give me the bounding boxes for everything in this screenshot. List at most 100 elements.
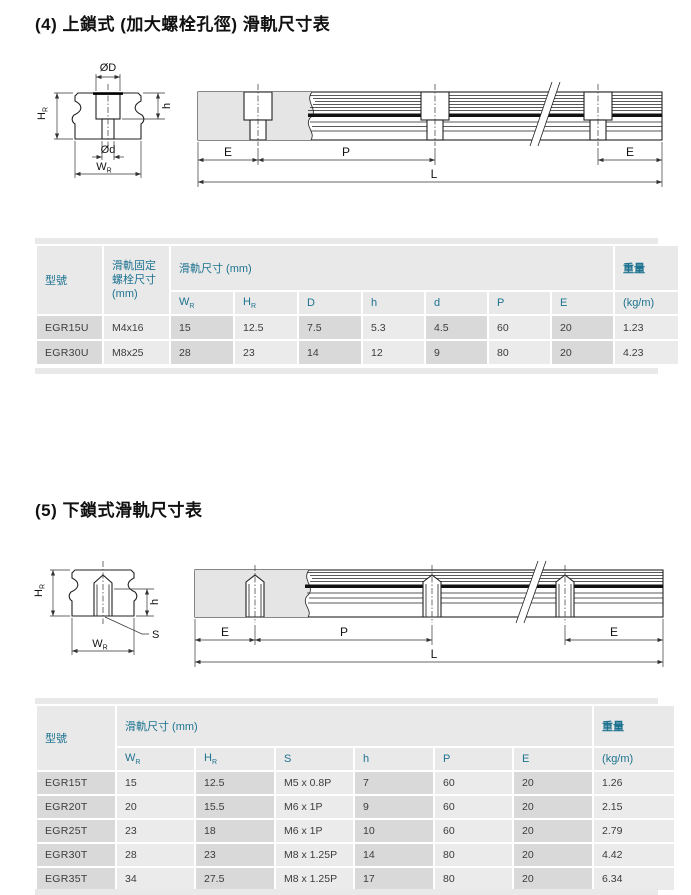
- subcol-S: S: [276, 748, 353, 770]
- cell-value: 80: [435, 868, 512, 890]
- cell-value: 15: [117, 772, 194, 794]
- subcol-E: E: [552, 292, 614, 314]
- section4-rail-side-view-diagram: E P E L: [197, 81, 663, 187]
- subcol-d: d: [426, 292, 487, 314]
- section5-dimension-table: 型號 滑軌尺寸 (mm) 重量 WR HR S h P E (kg/m) EGR…: [35, 704, 677, 892]
- table-row: EGR30T 28 23 M8 x 1.25P 14 80 20 4.42: [37, 844, 675, 866]
- dim-label-outer-diameter: ØD: [100, 62, 117, 74]
- col-header-model: 型號: [37, 246, 102, 314]
- cell-value: 23: [117, 820, 194, 842]
- table4-top-strip: [35, 238, 658, 244]
- cell-value: 20: [514, 868, 593, 890]
- col-header-model: 型號: [37, 706, 115, 770]
- cell-value: 14: [299, 341, 361, 364]
- dim-label-rail-height: HR: [36, 107, 50, 120]
- subcol-D: D: [299, 292, 361, 314]
- table-row: EGR15U M4x16 15 12.5 7.5 5.3 4.5 60 20 1…: [37, 316, 679, 339]
- cell-model: EGR25T: [37, 820, 115, 842]
- dim-label-thread-depth: h: [149, 599, 161, 605]
- cell-value: M6 x 1P: [276, 796, 353, 818]
- col-header-bolt-size: 滑軌固定 螺栓尺寸 (mm): [104, 246, 169, 314]
- cell-model: EGR35T: [37, 868, 115, 890]
- table4-bottom-strip: [35, 368, 658, 374]
- cell-value: 5.3: [363, 316, 424, 339]
- dim-label-hole-diameter: Ød: [101, 144, 116, 156]
- col-header-rail-dims: 滑軌尺寸 (mm): [117, 706, 593, 746]
- cell-weight: 6.34: [594, 868, 675, 890]
- cell-value: 20: [514, 820, 593, 842]
- cell-model: EGR15U: [37, 316, 102, 339]
- bolt-holes: [243, 84, 613, 146]
- col-header-weight: 重量: [594, 706, 675, 746]
- cell-value: 7.5: [299, 316, 361, 339]
- dim-label-L: L: [431, 167, 438, 181]
- section4-title: (4) 上鎖式 (加大螺栓孔徑) 滑軌尺寸表: [35, 15, 331, 34]
- section4-dimension-table: 型號 滑軌固定 螺栓尺寸 (mm) 滑軌尺寸 (mm) 重量 WR HR D h…: [35, 244, 681, 366]
- cell-value: 28: [171, 341, 233, 364]
- cell-value: 20: [514, 844, 593, 866]
- table-row: EGR35T 34 27.5 M8 x 1.25P 17 80 20 6.34: [37, 868, 675, 890]
- cell-value: 28: [117, 844, 194, 866]
- cell-model: EGR20T: [37, 796, 115, 818]
- cell-bolt: M8x25: [104, 341, 169, 364]
- break-gap: [530, 82, 560, 146]
- cell-weight: 2.15: [594, 796, 675, 818]
- cell-weight: 1.23: [615, 316, 679, 339]
- subcol-WR: WR: [171, 292, 233, 314]
- table-row: EGR20T 20 15.5 M6 x 1P 9 60 20 2.15: [37, 796, 675, 818]
- table5-top-strip: [35, 698, 658, 704]
- table-row: EGR30U M8x25 28 23 14 12 9 80 20 4.23: [37, 341, 679, 364]
- subcol-HR: HR: [196, 748, 274, 770]
- table-row: EGR15T 15 12.5 M5 x 0.8P 7 60 20 1.26: [37, 772, 675, 794]
- dim-label-E-right: E: [610, 625, 618, 639]
- cell-value: 60: [489, 316, 550, 339]
- cell-value: 60: [435, 796, 512, 818]
- cell-weight: 4.23: [615, 341, 679, 364]
- cell-bolt: M4x16: [104, 316, 169, 339]
- cell-value: 7: [355, 772, 433, 794]
- subcol-WR: WR: [117, 748, 194, 770]
- table5-bottom-strip: [35, 889, 658, 895]
- cell-value: 27.5: [196, 868, 274, 890]
- cell-model: EGR30U: [37, 341, 102, 364]
- subcol-HR: HR: [235, 292, 297, 314]
- cell-value: 23: [235, 341, 297, 364]
- cell-value: 20: [117, 796, 194, 818]
- subcol-P: P: [435, 748, 512, 770]
- col-header-weight: 重量: [615, 246, 679, 290]
- dimension-lines: [194, 619, 664, 667]
- section5-rail-side-view-diagram: E P E L: [194, 560, 664, 667]
- cell-value: M5 x 0.8P: [276, 772, 353, 794]
- section4-rail-cross-section-diagram: ØD HR h Ød WR: [36, 62, 173, 178]
- cell-value: 60: [435, 772, 512, 794]
- cell-value: 10: [355, 820, 433, 842]
- section5-rail-cross-section-diagram: HR h S WR: [33, 561, 161, 655]
- cell-value: M8 x 1.25P: [276, 868, 353, 890]
- dim-label-counterbore-depth: h: [161, 103, 173, 109]
- dim-label-E-left: E: [224, 145, 232, 159]
- cell-weight: 1.26: [594, 772, 675, 794]
- cell-value: 80: [489, 341, 550, 364]
- cell-value: 20: [552, 341, 614, 364]
- cell-model: EGR15T: [37, 772, 115, 794]
- subcol-h: h: [363, 292, 424, 314]
- cell-weight: 2.79: [594, 820, 675, 842]
- cell-value: 20: [552, 316, 614, 339]
- cell-value: 18: [196, 820, 274, 842]
- dim-label-rail-width: WR: [92, 638, 107, 652]
- cell-value: 4.5: [426, 316, 487, 339]
- threaded-holes: [245, 565, 575, 623]
- dim-label-rail-width: WR: [96, 161, 111, 175]
- cell-weight: 4.42: [594, 844, 675, 866]
- col-header-rail-dims: 滑軌尺寸 (mm): [171, 246, 614, 290]
- subcol-E: E: [514, 748, 593, 770]
- leader-line: [104, 616, 149, 635]
- cell-value: 80: [435, 844, 512, 866]
- subcol-weight-unit: (kg/m): [615, 292, 679, 314]
- cell-value: 60: [435, 820, 512, 842]
- dim-label-P: P: [340, 625, 348, 639]
- dim-label-thread-size: S: [152, 629, 159, 641]
- cell-value: 9: [426, 341, 487, 364]
- groove-dark-band: [308, 113, 662, 117]
- groove-dark-band: [305, 584, 663, 588]
